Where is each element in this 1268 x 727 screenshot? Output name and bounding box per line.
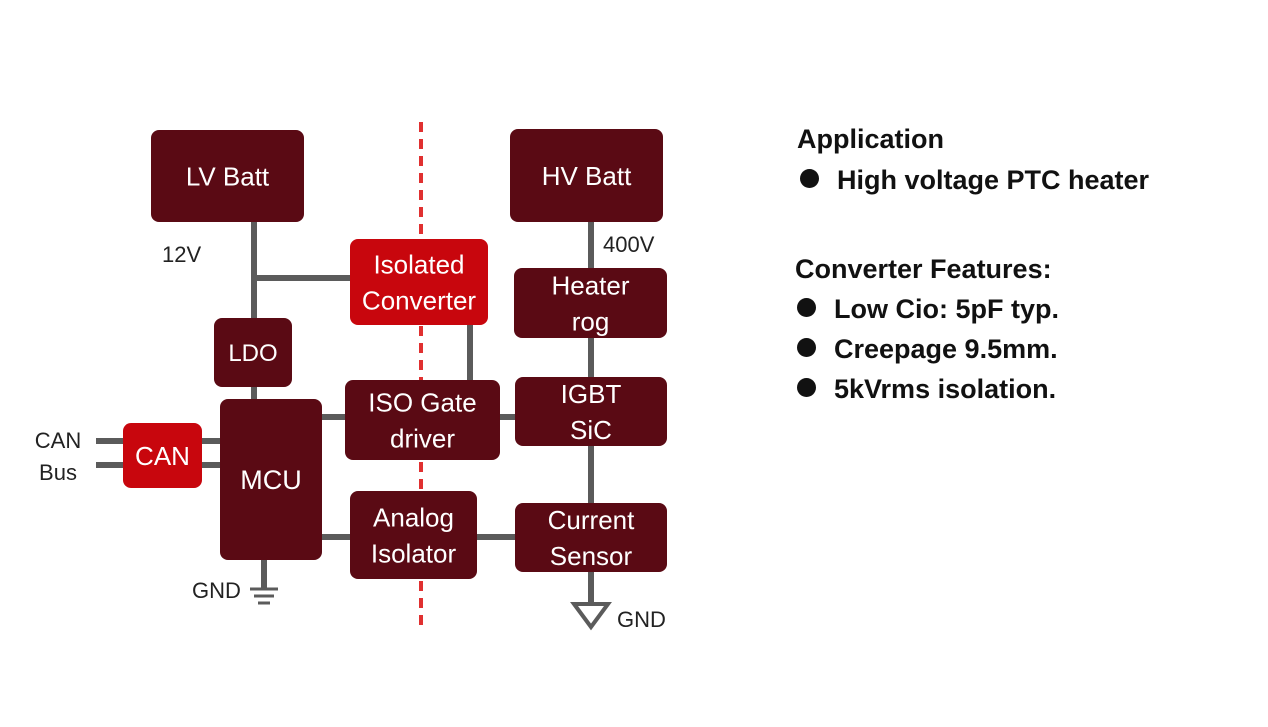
block-box [345,380,500,460]
label-12v: 12V [162,242,201,267]
block-ldo: LDO [214,318,292,387]
label-400v: 400V [603,232,655,257]
label-gnd-left: GND [192,578,241,603]
block-box [510,129,663,222]
block-label: ISO Gate [368,387,476,417]
block-label: SiC [570,415,612,445]
block-label: HV Batt [542,161,632,191]
block-label: MCU [240,465,302,495]
block-label: Isolated [373,249,464,279]
block-box [514,268,667,338]
block-iso-gate-driver: ISO Gate driver [345,380,500,460]
block-heater: Heater rog [514,268,667,338]
block-label: Current [548,505,635,535]
block-label: rog [572,306,610,336]
block-hv-batt: HV Batt [510,129,663,222]
block-label: LV Batt [186,161,270,191]
block-box [220,399,322,560]
label-can-bus-line2: Bus [39,460,77,485]
block-can: CAN [123,423,202,488]
block-box [350,239,488,325]
block-label: Heater [551,270,629,300]
block-box [214,318,292,387]
label-can-bus-line1: CAN [35,428,81,453]
block-label: Sensor [550,541,633,571]
block-label: driver [390,423,455,453]
block-label: Analog [373,502,454,532]
ground-symbol-right [570,602,612,631]
block-box [515,377,667,446]
block-box [151,130,304,222]
block-igbt-sic: IGBT SiC [515,377,667,446]
block-box [350,491,477,579]
label-gnd-right: GND [617,607,666,632]
block-label: LDO [228,340,277,367]
block-label: Isolator [371,538,457,568]
block-label: IGBT [561,379,622,409]
block-box [123,423,202,488]
wires [96,222,594,604]
block-label: Converter [362,285,476,315]
block-label: CAN [135,441,190,471]
block-lv-batt: LV Batt [151,130,304,222]
block-mcu: MCU [220,399,322,560]
block-box [515,503,667,572]
ground-symbol-left [250,587,278,605]
